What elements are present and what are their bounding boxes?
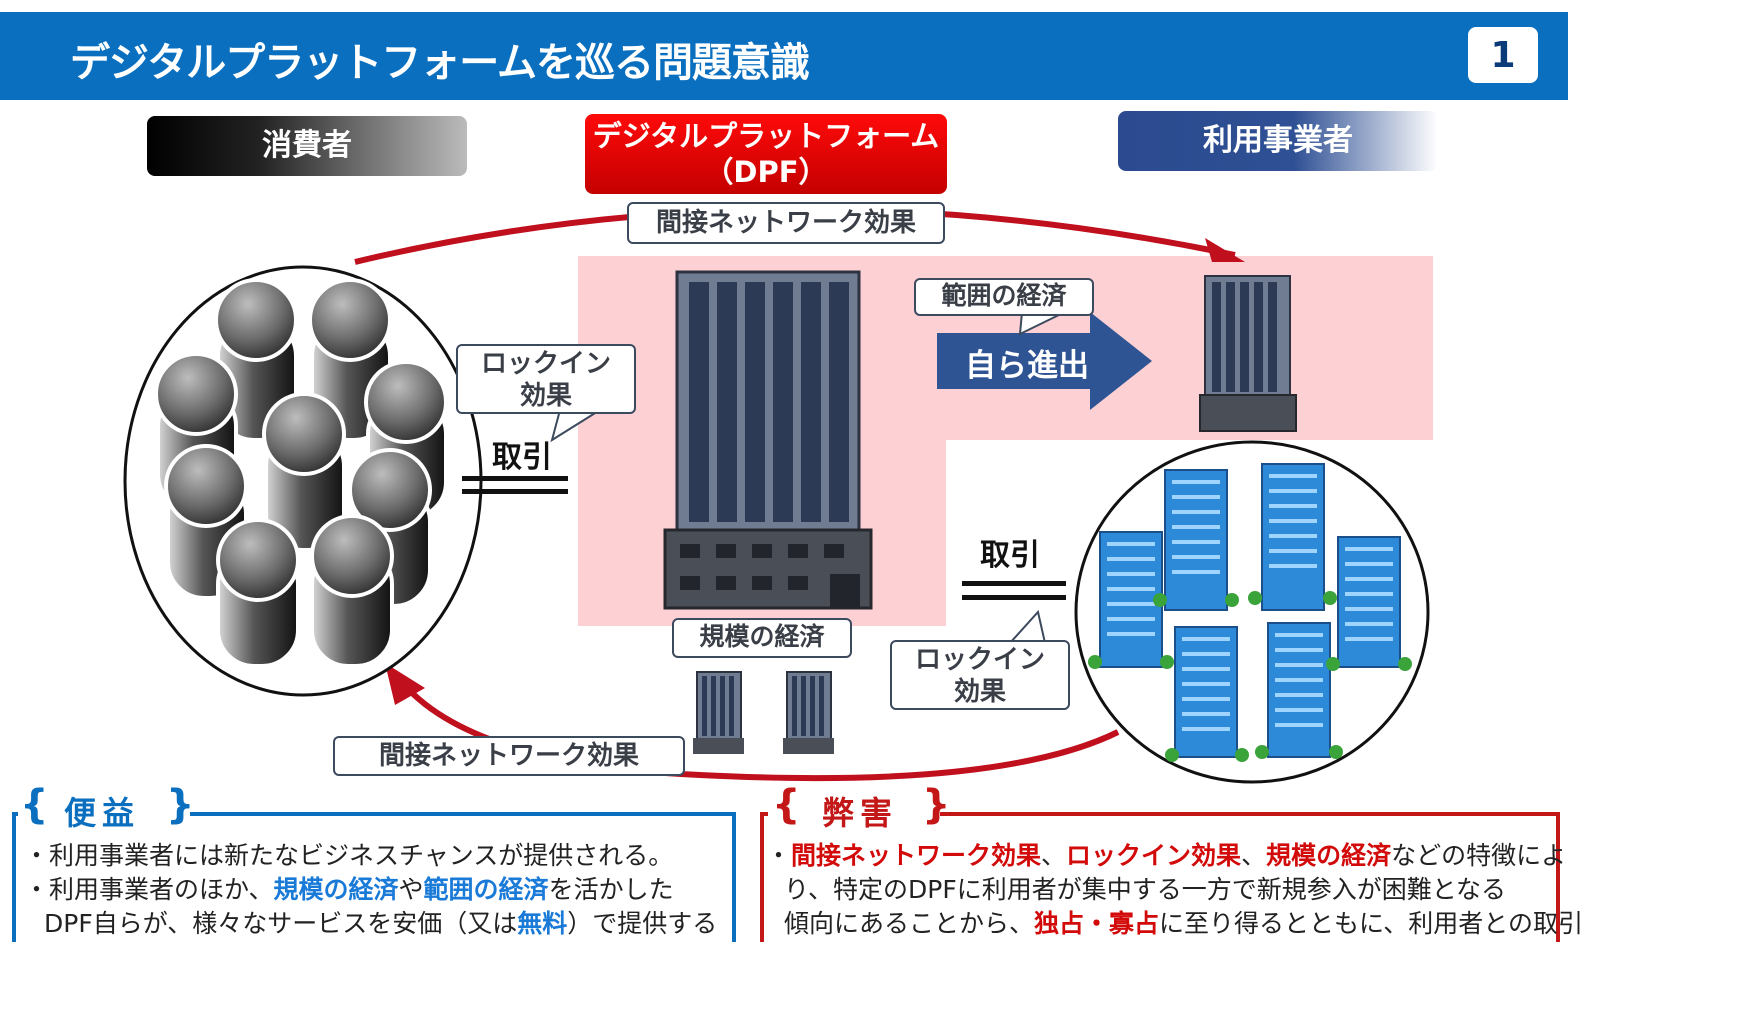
trade-equals-bar-right-1: [962, 581, 1066, 586]
benefit-line-3-pre: DPF自らが、様々なサービスを安価（又は: [44, 909, 518, 938]
lockin-left-line1: ロックイン: [480, 349, 611, 379]
dpf-header: デジタルプラットフォーム （DPF）: [585, 114, 947, 194]
benefit-keyword-scale: 規模の経済: [273, 875, 399, 904]
diagram-graphics: [123, 206, 1430, 784]
page-number: 1: [1468, 27, 1538, 83]
dpf-main-building: [663, 270, 873, 610]
benefit-section: [12, 812, 736, 942]
lockin-callout-right: ロックイン 効果: [890, 640, 1070, 710]
benefit-title-bg: [18, 786, 190, 832]
harm-line-1: ・間接ネットワーク効果、ロックイン効果、規模の経済などの特徴によ: [766, 836, 1566, 872]
benefit-line-3-post: ）で提供する: [567, 909, 718, 938]
harm-title-bg: [768, 786, 940, 832]
benefit-line-2-pre: ・利用事業者のほか、: [24, 875, 274, 904]
harm-keyword-monopoly: 独占・寡占: [1034, 909, 1160, 938]
dpf-header-line1: デジタルプラットフォーム: [592, 119, 940, 153]
trade-label-right: 取引: [980, 538, 1040, 573]
harm-bracket-open: {: [772, 782, 801, 828]
consumer-people-icon: [154, 278, 448, 668]
harm-line-3-pre: 傾向にあることから、: [784, 909, 1035, 938]
benefit-line-3: DPF自らが、様々なサービスを安価（又は無料）で提供する: [44, 904, 717, 940]
dpf-header-line2: （DPF）: [704, 155, 828, 189]
benefit-bracket-open: {: [20, 782, 49, 828]
trade-equals-bar-right-2: [962, 595, 1066, 600]
harm-section: [760, 812, 1560, 942]
benefit-line-2-post: を活かした: [548, 875, 674, 904]
callout-tail-left: [550, 409, 604, 443]
harm-line-1-sep1: 、: [1041, 841, 1067, 870]
trade-equals-bar-left-2: [462, 489, 568, 494]
trade-equals-bar-left-1: [462, 476, 568, 481]
trade-label-left: 取引: [492, 440, 552, 475]
harm-line-1-pre: ・: [766, 841, 792, 870]
lockin-callout-left: ロックイン 効果: [456, 344, 636, 414]
harm-line-2: り、特定のDPFに利用者が集中する一方で新規参入が困難となる: [784, 875, 1506, 904]
harm-line-1-post: などの特徴によ: [1391, 841, 1567, 870]
harm-keyword-lockin: ロックイン効果: [1066, 841, 1242, 870]
consumer-header: 消費者: [147, 116, 467, 176]
benefit-line-1: ・利用事業者には新たなビジネスチャンスが提供される。: [24, 841, 674, 870]
harm-title: 弊害: [822, 794, 899, 832]
economies-of-scope-callout: 範囲の経済: [914, 278, 1094, 316]
benefit-bracket-close: }: [166, 782, 195, 828]
small-buildings-icon: [693, 671, 834, 754]
benefit-keyword-scope: 範囲の経済: [423, 875, 549, 904]
lockin-right-line2: 効果: [953, 677, 1006, 707]
benefit-keyword-free: 無料: [517, 909, 568, 938]
lockin-left-line2: 効果: [519, 381, 572, 411]
business-buildings-icon: [1088, 463, 1412, 762]
harm-keyword-indirect: 間接ネットワーク効果: [791, 841, 1042, 870]
benefit-title: 便益: [64, 794, 141, 832]
harm-line-3-post: に至り得るとともに、利用者との取引: [1159, 909, 1584, 938]
harm-bracket-close: }: [922, 782, 951, 828]
dpf-new-business-building: [1199, 275, 1297, 432]
harm-line-1-sep2: 、: [1241, 841, 1267, 870]
lockin-right-line1: ロックイン: [914, 645, 1045, 675]
economies-of-scale-label: 規模の経済: [672, 618, 852, 658]
harm-keyword-scale: 規模の経済: [1266, 841, 1392, 870]
benefit-line-2-mid: や: [398, 875, 424, 904]
indirect-network-arrow-bottom: [385, 663, 1120, 782]
title-bar: [0, 12, 1568, 100]
self-entry-label: 自ら進出: [965, 348, 1089, 384]
business-header: 利用事業者: [1118, 111, 1438, 171]
indirect-network-label-top: 間接ネットワーク効果: [627, 202, 945, 244]
self-entry-arrow: [937, 312, 1152, 410]
benefit-line-2: ・利用事業者のほか、規模の経済や範囲の経済を活かした: [24, 870, 674, 906]
indirect-network-label-bottom: 間接ネットワーク効果: [333, 736, 685, 776]
harm-line-3: 傾向にあることから、独占・寡占に至り得るとともに、利用者との取引: [784, 904, 1583, 940]
callout-tail-right: [1007, 609, 1047, 644]
page-title: デジタルプラットフォームを巡る問題意識: [70, 40, 810, 86]
